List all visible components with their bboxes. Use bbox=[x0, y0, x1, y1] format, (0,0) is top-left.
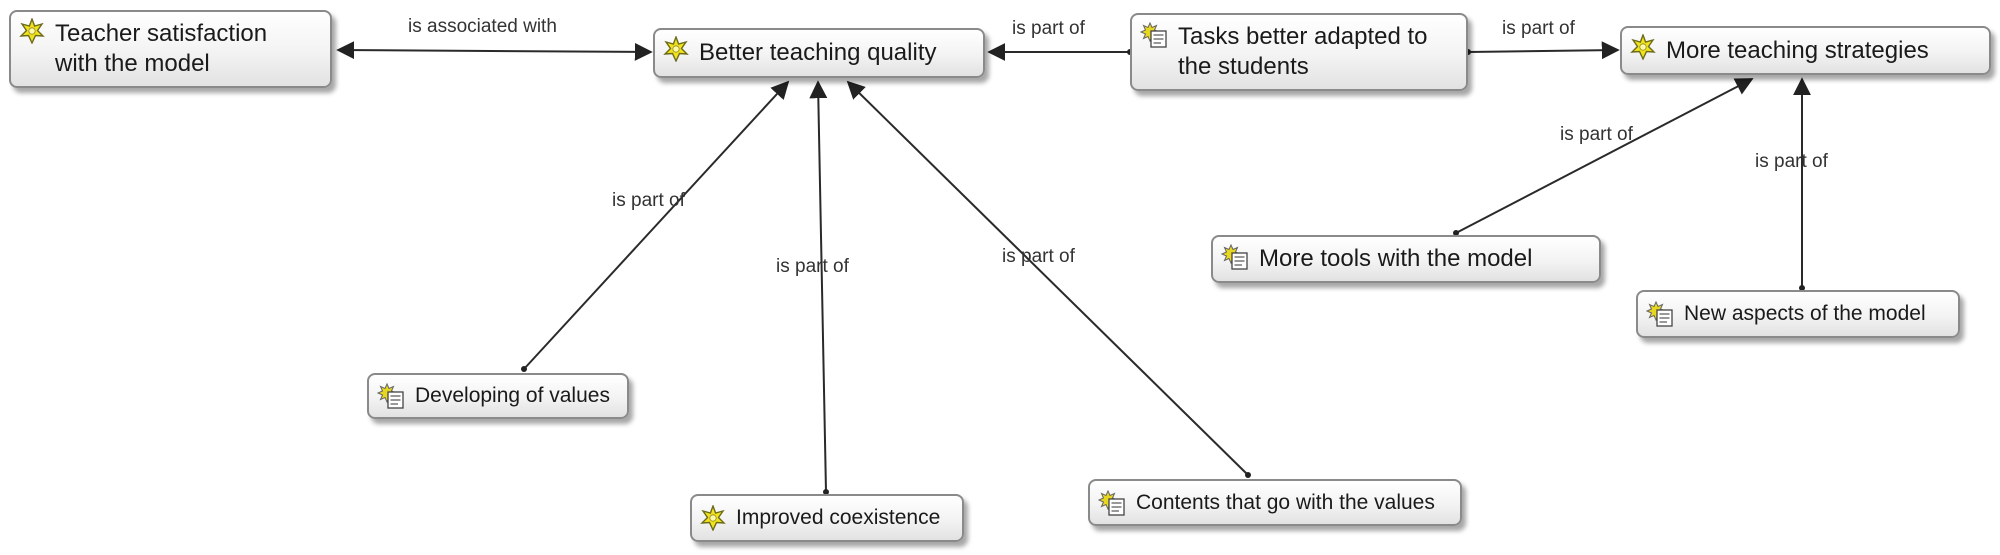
edge-label: is part of bbox=[1502, 18, 1576, 39]
edge-contents-values-to-better-teaching-quality: is part of bbox=[846, 80, 1251, 478]
edge-line bbox=[809, 80, 828, 493]
star-icon bbox=[663, 36, 689, 62]
edge-line bbox=[846, 80, 1249, 476]
edge-tasks-better-adapted-to-more-teaching-strategies: is part of bbox=[1465, 18, 1620, 60]
node-tasks-better-adapted[interactable]: Tasks better adapted to the students bbox=[1130, 13, 1468, 91]
node-new-aspects[interactable]: New aspects of the model bbox=[1636, 290, 1960, 338]
edge-label: is part of bbox=[1755, 151, 1829, 172]
node-label: Developing of values bbox=[415, 384, 610, 407]
star-icon bbox=[19, 18, 45, 44]
node-teacher-satisfaction[interactable]: Teacher satisfaction with the model bbox=[9, 10, 332, 88]
edge-teacher-satisfaction-to-better-teaching-quality: is associated with bbox=[336, 16, 653, 61]
edge-anchor-dot bbox=[521, 366, 527, 372]
edge-line bbox=[1467, 41, 1620, 60]
edge-anchor-dot bbox=[1245, 472, 1251, 478]
edge-developing-values-to-better-teaching-quality: is part of bbox=[521, 80, 790, 372]
edge-anchor-dot bbox=[1453, 230, 1459, 236]
node-label: More teaching strategies bbox=[1666, 36, 1929, 64]
edge-label: is part of bbox=[1002, 246, 1076, 267]
node-more-teaching-strategies[interactable]: More teaching strategies bbox=[1620, 26, 1991, 75]
node-label: Better teaching quality bbox=[699, 39, 937, 66]
edge-label: is associated with bbox=[408, 16, 557, 37]
note-icon bbox=[377, 382, 405, 410]
note-icon bbox=[1098, 489, 1126, 517]
star-icon bbox=[700, 505, 726, 531]
edge-label: is part of bbox=[1560, 124, 1634, 145]
edge-line bbox=[336, 41, 653, 61]
node-label: Contents that go with the values bbox=[1136, 490, 1435, 514]
edge-anchor-dot bbox=[823, 489, 829, 495]
edge-line bbox=[1455, 78, 1754, 234]
node-improved-coexistence[interactable]: Improved coexistence bbox=[690, 494, 964, 542]
node-label: New aspects of the model bbox=[1684, 302, 1926, 325]
node-label: Tasks better adapted to the students bbox=[1178, 23, 1428, 80]
star-icon bbox=[1630, 34, 1656, 60]
node-more-tools[interactable]: More tools with the model bbox=[1211, 235, 1601, 283]
node-label: Improved coexistence bbox=[736, 506, 941, 529]
node-developing-values[interactable]: Developing of values bbox=[367, 373, 629, 419]
edge-tasks-better-adapted-to-better-teaching-quality: is part of bbox=[987, 18, 1133, 61]
edge-label: is part of bbox=[776, 256, 850, 277]
edge-new-aspects-to-more-teaching-strategies: is part of bbox=[1755, 77, 1829, 291]
note-icon bbox=[1221, 243, 1249, 271]
node-label: More tools with the model bbox=[1259, 245, 1533, 272]
note-icon bbox=[1140, 21, 1168, 49]
edge-label: is part of bbox=[612, 190, 686, 211]
edge-improved-coexistence-to-better-teaching-quality: is part of bbox=[776, 80, 850, 495]
edge-line bbox=[523, 80, 790, 370]
note-icon bbox=[1646, 300, 1674, 328]
node-better-teaching-quality[interactable]: Better teaching quality bbox=[653, 28, 985, 78]
edge-label: is part of bbox=[1012, 18, 1086, 39]
node-label: Teacher satisfaction with the model bbox=[55, 20, 268, 77]
node-contents-values[interactable]: Contents that go with the values bbox=[1088, 479, 1462, 526]
edge-more-tools-to-more-teaching-strategies: is part of bbox=[1453, 78, 1754, 236]
edge-anchor-dot bbox=[1799, 285, 1805, 291]
